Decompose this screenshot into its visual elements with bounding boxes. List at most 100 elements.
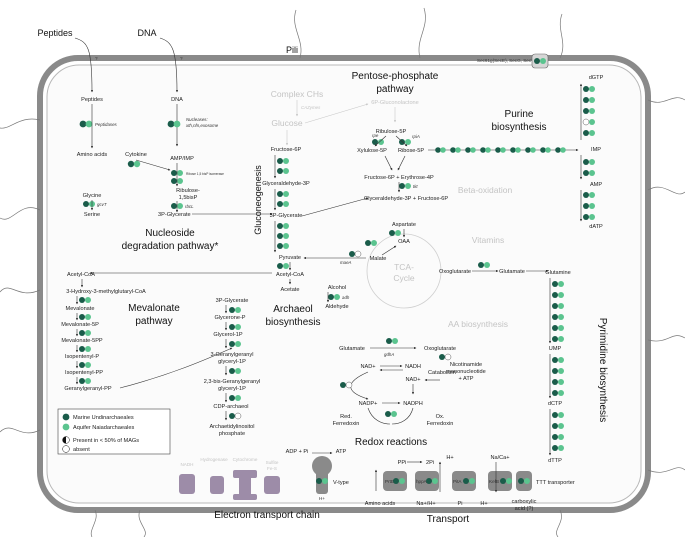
ox-fd-label-1: Ox. bbox=[436, 414, 445, 420]
svg-text:adh: adh bbox=[342, 295, 350, 300]
legend-aquifer-swatch bbox=[62, 423, 70, 431]
transport-title: Transport bbox=[427, 514, 470, 525]
cazymes-label: CAZymes bbox=[301, 105, 321, 110]
amino-acids-transport-label: Amino acids bbox=[365, 501, 396, 507]
transporter-prte: PrtE bbox=[383, 471, 407, 491]
gene-adh: adh bbox=[328, 294, 350, 300]
dgg1p-label-1: 2,3-bis-Geranylgeranyl bbox=[204, 379, 261, 385]
gene-mdd bbox=[79, 346, 91, 352]
ggg1p-label-1: 3-Geranylgeranyl bbox=[211, 352, 254, 358]
svg-text:rbcL: rbcL bbox=[185, 204, 194, 209]
gene-rpe: rpe bbox=[372, 133, 384, 145]
archaeol-title-2: biosynthesis bbox=[265, 317, 320, 328]
atp-label: ATP bbox=[336, 449, 347, 455]
svg-text:rpiA: rpiA bbox=[412, 134, 420, 139]
gene-amp-isomerase: Ribose 1,5 bisP isomerase bbox=[171, 170, 224, 184]
nucleoside-title-2: degradation pathway* bbox=[122, 241, 219, 252]
nad-label: NAD+ bbox=[360, 364, 375, 370]
transporter-hppa: hppA bbox=[415, 471, 439, 491]
na-h-label: Na+/H+ bbox=[416, 501, 435, 507]
gene-pgk-arch bbox=[229, 307, 241, 313]
gene-col-pyrimidine-bottom bbox=[552, 412, 564, 451]
g3p-f6p-label: Glyceraldehyde-3P + Fructose-6P bbox=[364, 196, 449, 202]
f6p-e4p-label: Fructose-6P + Erythrose-4P bbox=[364, 175, 434, 181]
gene-ais bbox=[229, 412, 242, 420]
svg-text:KefB: KefB bbox=[489, 479, 499, 484]
ribulose-bisp-label-1: Ribulose- bbox=[176, 188, 200, 194]
ai-label-1: Archaetidylinositol bbox=[209, 424, 254, 430]
gene-pmk bbox=[79, 330, 91, 336]
gene-col-purine-top bbox=[582, 86, 595, 136]
mevalonate-title-1: Mevalonate bbox=[128, 303, 180, 314]
svg-text:rpe: rpe bbox=[372, 133, 379, 138]
gene-col-pyrimidine-mid bbox=[552, 357, 564, 396]
gene-nuor bbox=[340, 381, 353, 389]
gene-gdh-tca bbox=[478, 262, 490, 268]
legend-present-label: Present in < 50% of MAGs bbox=[73, 438, 139, 444]
peptides-label: Peptides bbox=[81, 97, 103, 103]
nicotinamide-label-3: + ATP bbox=[459, 376, 474, 382]
amino-acids-label: Amino acids bbox=[77, 152, 108, 158]
gene-dgggps bbox=[229, 368, 241, 374]
ribulose5p-label: Ribulose-5P bbox=[376, 129, 407, 135]
gene-ipk bbox=[79, 362, 91, 368]
svg-text:hppA: hppA bbox=[416, 479, 428, 484]
acetyl-coa-mid-label: Acetyl-CoA bbox=[276, 272, 304, 278]
legend-absent-label: absent bbox=[73, 447, 90, 453]
carboxylic-label-2: acid (?) bbox=[515, 506, 534, 512]
ai-label-2: phosphate bbox=[219, 431, 245, 437]
pentose-title-1: Pentose-phosphate bbox=[352, 71, 439, 82]
cell-envelope bbox=[37, 55, 651, 513]
svg-text:Peptidases: Peptidases bbox=[95, 122, 118, 127]
gene-glyco-lower bbox=[277, 223, 289, 249]
3pg-mid-label: 3P-Glycerate bbox=[270, 213, 303, 219]
nadph-label: NADPH bbox=[403, 401, 423, 407]
ippp-label: Isopentenyl-PP bbox=[65, 370, 103, 376]
svg-text:tkt: tkt bbox=[413, 184, 418, 189]
purine-title-2: biosynthesis bbox=[491, 122, 546, 133]
svg-text:H+: H+ bbox=[319, 496, 325, 501]
pili-label: Pili bbox=[286, 45, 298, 55]
v-type-atpase: V-type H+ bbox=[312, 456, 349, 501]
etc-title: Electron transport chain bbox=[214, 510, 320, 521]
dttp-label: dTTP bbox=[548, 458, 562, 464]
ggpp-label: Geranylgeranyl-PP bbox=[64, 386, 112, 392]
hplus-bottom-label: H+ bbox=[480, 501, 487, 507]
mev5p-label: Mevalonate-5P bbox=[61, 322, 99, 328]
svg-text:Cytochrome: Cytochrome bbox=[233, 457, 258, 462]
svg-text:TTT transporter: TTT transporter bbox=[536, 480, 575, 486]
amp-label: AMP bbox=[590, 182, 602, 188]
archaeol-title-1: Archaeol bbox=[273, 304, 312, 315]
q-mark-1: ? bbox=[95, 56, 98, 61]
adp-label: ADP + Pi bbox=[286, 449, 309, 455]
gene-egsa bbox=[229, 324, 241, 330]
mevalonate-label: Mevalonate bbox=[66, 306, 95, 312]
legend-aquifer-label: Aquifer Naiadarchaeales bbox=[73, 425, 134, 431]
dgtp-label: dGTP bbox=[589, 75, 604, 81]
gene-mdh bbox=[365, 230, 401, 246]
na-ca-label: Na/Ca+ bbox=[490, 455, 509, 461]
ox-fd-label-2: Ferredoxin bbox=[427, 421, 454, 427]
g3p-label: Glyceraldehyde-3P bbox=[262, 181, 310, 187]
q-mark-2: ? bbox=[180, 56, 183, 61]
3pg-left-label: 3P-Glycerate bbox=[158, 212, 191, 218]
complex-ch-label: Complex CHs bbox=[271, 89, 323, 99]
gene-rbcl: rbcL bbox=[171, 203, 194, 209]
gene-tkt: tkt bbox=[399, 183, 418, 189]
glucose-label: Glucose bbox=[271, 118, 302, 128]
dgg1p-label-2: glyceryl-1P bbox=[218, 386, 246, 392]
legend-marine-swatch bbox=[62, 413, 70, 421]
gene-hmgr bbox=[79, 297, 91, 303]
nadh-label: NADH bbox=[405, 364, 421, 370]
xylulose5p-label: Xylulose-5P bbox=[357, 148, 387, 154]
amp-imp-label: AMP/IMP bbox=[170, 156, 194, 162]
pgl-label: 6P-Gluconolactone bbox=[371, 100, 419, 106]
ribulose-bisp-label-2: 1,5bisP bbox=[179, 195, 198, 201]
glycine-label: Glycine bbox=[83, 193, 102, 199]
oxoglutarate-redox-label: Oxoglutarate bbox=[424, 346, 456, 352]
svg-text:Nucleases:: Nucleases: bbox=[186, 117, 208, 122]
ppi-label: PPi bbox=[398, 460, 407, 466]
pyrimidine-title: Pyrimidine biosynthesis bbox=[597, 318, 608, 423]
aspartate-label: Aspartate bbox=[392, 222, 416, 228]
